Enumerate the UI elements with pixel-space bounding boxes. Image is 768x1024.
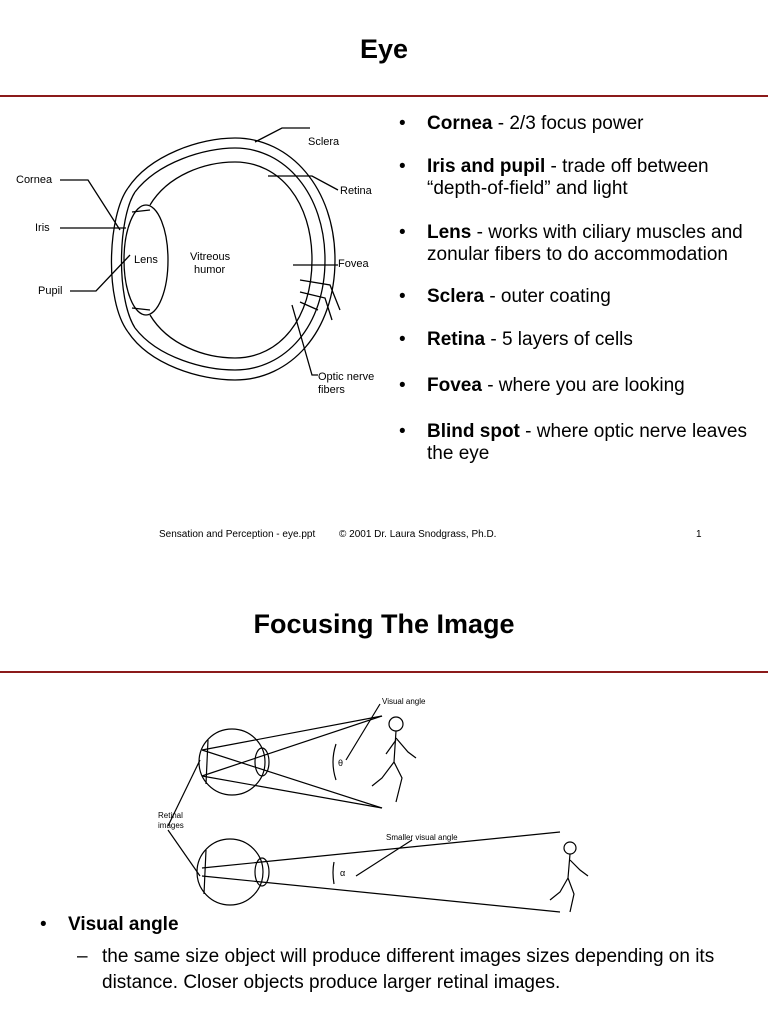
label-humor: humor <box>194 264 226 276</box>
slide1-title-rule <box>0 95 768 97</box>
label-theta: θ <box>338 758 343 768</box>
label-fovea: Fovea <box>338 258 369 270</box>
sub-bullet-dash: – <box>77 946 88 967</box>
list-item: Cornea - 2/3 focus power <box>395 113 760 135</box>
visual-angle-diagram: Visual angle Retinal images Smaller visu… <box>158 697 589 913</box>
label-pupil: Pupil <box>38 285 62 297</box>
list-item: Retina - 5 layers of cells <box>395 329 760 351</box>
eye-parts-list: Cornea - 2/3 focus power Iris and pupil … <box>395 113 760 465</box>
label-retina: Retina <box>340 185 373 197</box>
slide1-title: Eye <box>359 34 409 64</box>
footer-source: Sensation and Perception - eye.ppt <box>159 529 316 540</box>
label-optic-nerve: Optic nerve <box>318 371 374 383</box>
label-cornea: Cornea <box>16 174 53 186</box>
sub-bullet-text: the same size object will produce differ… <box>102 946 715 993</box>
label-smaller-visual-angle: Smaller visual angle <box>386 833 458 842</box>
slide2-title-rule <box>0 671 768 673</box>
label-iris: Iris <box>35 222 50 234</box>
label-images: images <box>158 821 184 830</box>
list-item: Iris and pupil - trade off between “dept… <box>395 156 760 200</box>
label-sclera: Sclera <box>308 136 340 148</box>
eye-anatomy-diagram: Sclera Cornea Retina Iris Lens Vitreous … <box>16 127 374 396</box>
list-item: Fovea - where you are looking <box>395 375 760 397</box>
label-lens: Lens <box>134 254 158 266</box>
footer-page-number: 1 <box>696 529 702 540</box>
list-item: Blind spot - where optic nerve leaves th… <box>395 421 760 465</box>
visual-angle-list: Visual angle <box>36 914 736 936</box>
label-visual-angle: Visual angle <box>382 697 426 706</box>
label-vitreous: Vitreous <box>190 251 231 263</box>
list-item: Visual angle <box>36 914 736 936</box>
label-fibers: fibers <box>318 384 345 396</box>
label-retinal: Retinal <box>158 811 183 820</box>
slide2-title: Focusing The Image <box>253 609 515 639</box>
list-item: Sclera - outer coating <box>395 286 760 308</box>
label-alpha: α <box>340 868 345 878</box>
list-item: Lens - works with ciliary muscles and zo… <box>395 222 760 266</box>
visual-angle-description: – the same size object will produce diff… <box>77 944 742 996</box>
footer-copyright: © 2001 Dr. Laura Snodgrass, Ph.D. <box>339 529 497 540</box>
